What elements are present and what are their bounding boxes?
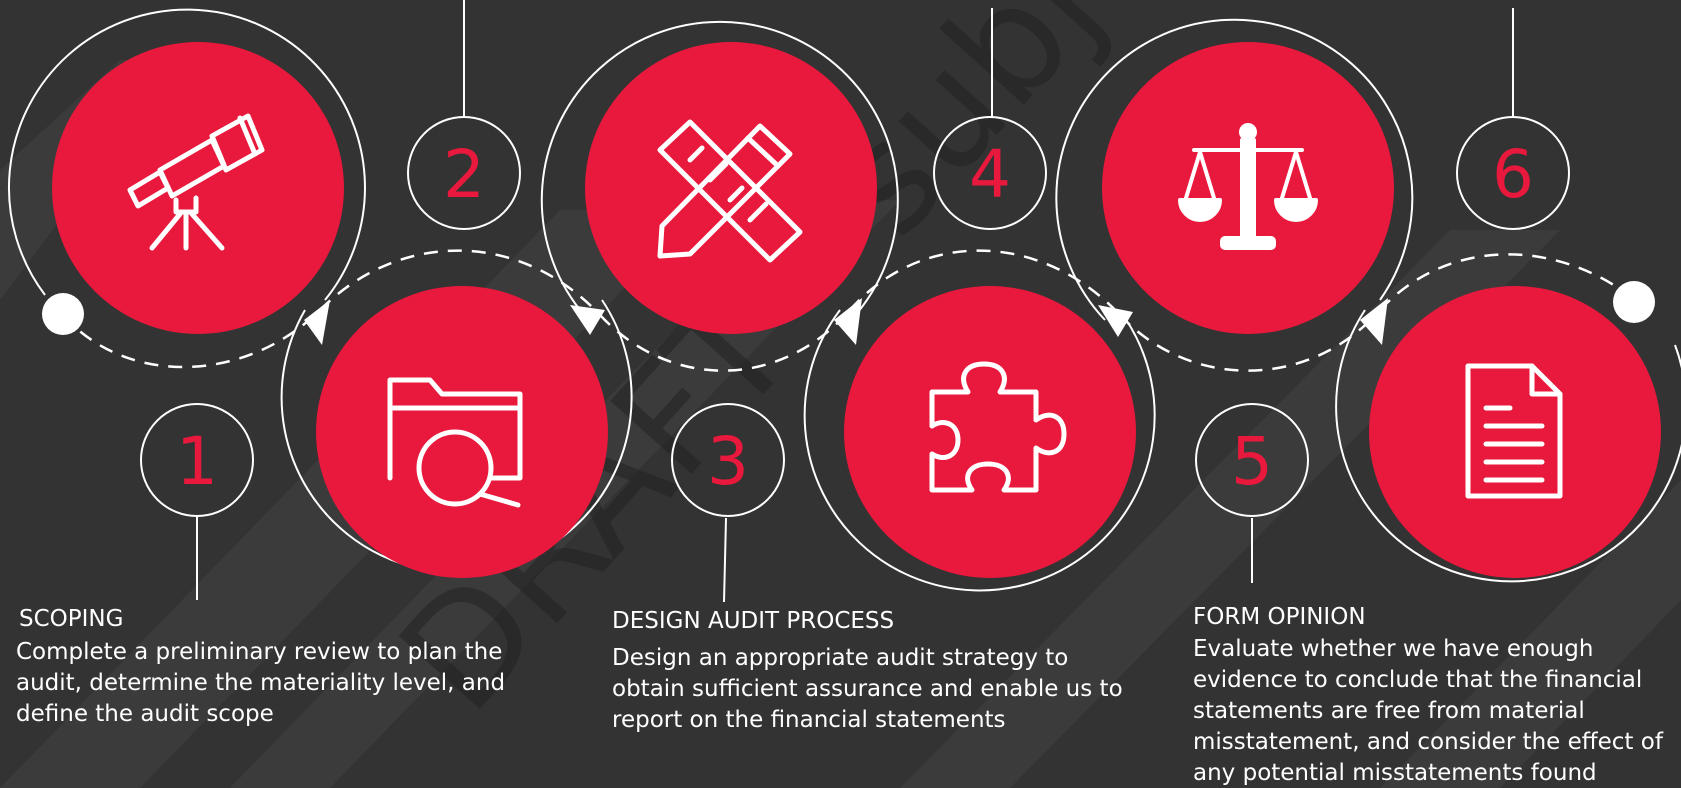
pencil-ruler-icon: [657, 119, 803, 263]
step-3-title: DESIGN AUDIT PROCESS: [612, 608, 895, 634]
arrow-5-6: [1360, 298, 1388, 345]
step-1-description: Complete a preliminary review to plan th…: [16, 639, 506, 727]
folder-search-icon: [387, 377, 523, 508]
step-2-node: [280, 286, 633, 578]
step-6-node: [1335, 286, 1681, 583]
number-markers: [140, 0, 1570, 603]
arrow-2-3: [570, 305, 605, 335]
number-circle-5: [1195, 403, 1309, 517]
number-circle-3: [671, 403, 785, 517]
arrow-1-2: [304, 300, 330, 345]
scales-icon: [1178, 123, 1318, 250]
step-number-5: 5: [1231, 423, 1273, 500]
step-number-2: 2: [443, 136, 485, 213]
step-1-title: SCOPING: [19, 606, 124, 632]
arrow-4-5: [1098, 305, 1133, 337]
step-number-6: 6: [1492, 136, 1534, 213]
end-dot: [1613, 281, 1655, 323]
number-circle-6: [1456, 116, 1570, 230]
arrowheads: [304, 298, 1388, 345]
step-5-node: [1055, 18, 1414, 334]
start-dot: [42, 293, 84, 335]
step-5-description: Evaluate whether we have enough evidence…: [1193, 636, 1663, 786]
document-icon: [1465, 363, 1563, 499]
step-3-node: [540, 20, 899, 334]
step-4-node: [803, 286, 1156, 592]
step-number-3: 3: [707, 423, 749, 500]
number-circle-1: [140, 403, 254, 517]
puzzle-piece-icon: [929, 361, 1067, 493]
number-circle-2: [407, 116, 521, 230]
step-5-title: FORM OPINION: [1193, 604, 1366, 630]
step-3-description: Design an appropriate audit strategy to …: [612, 645, 1123, 733]
step-numbers: 1 2 3 4 5 6: [176, 136, 1534, 500]
arrow-3-4: [834, 298, 862, 345]
number-circle-4: [933, 116, 1047, 230]
step-number-1: 1: [176, 423, 218, 500]
telescope-icon: [127, 113, 265, 251]
step-number-4: 4: [969, 136, 1011, 213]
step-1-node: [8, 8, 366, 334]
